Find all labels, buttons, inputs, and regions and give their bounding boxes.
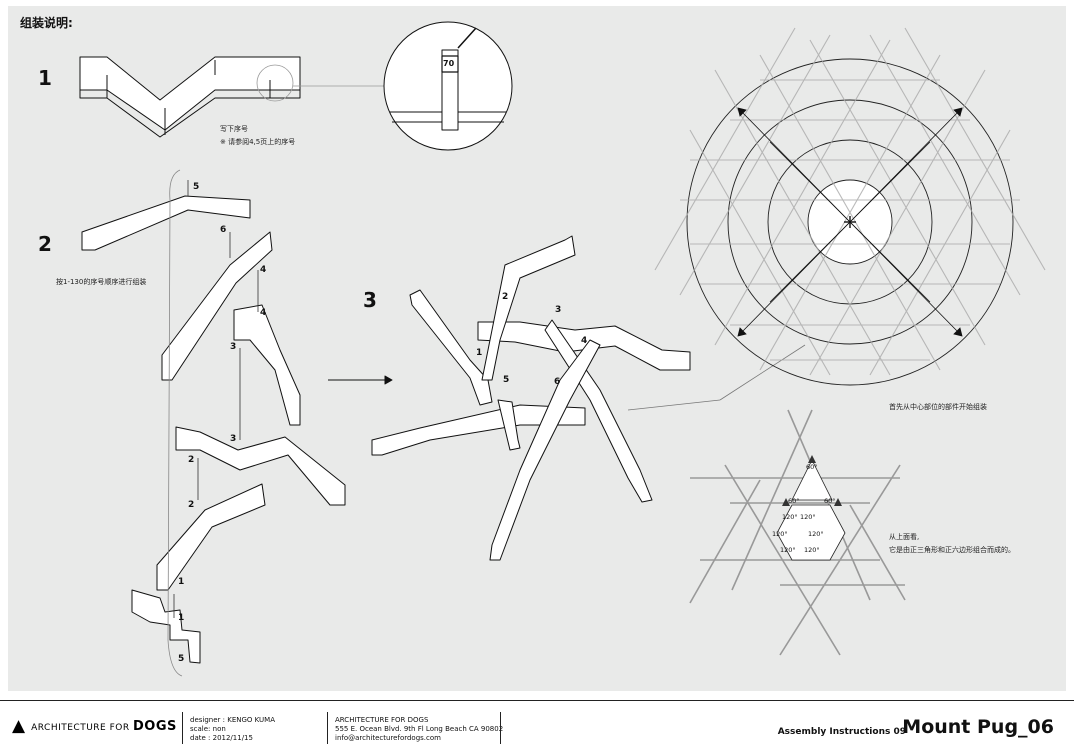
step3-assembly [371, 235, 691, 561]
step1-detail-magnifier [383, 21, 513, 151]
step1-note-2: ※ 请参阅4,5页上的序号 [220, 138, 296, 146]
brand-word: DOGS [133, 718, 177, 734]
date-key: date : [190, 734, 211, 742]
org-email: info@architecturefordogs.com [335, 734, 441, 742]
scale-value: non [212, 725, 226, 733]
step1-piece [79, 56, 301, 138]
center-note: 首先从中心部位的部件开始组装 [889, 403, 987, 411]
angle-label: 120° [808, 530, 824, 538]
brand-logo: ▲ ARCHITECTURE FOR DOGS [12, 716, 177, 736]
step2-label: 5 [193, 182, 200, 192]
footer-divider [327, 712, 328, 744]
step2-label: 1 [178, 577, 185, 587]
angle-label: 60° [788, 497, 800, 505]
step2-arrows [173, 180, 259, 618]
step3-label: 4 [581, 336, 588, 346]
step3-label: 5 [503, 375, 510, 385]
brand-prefix: ARCHITECTURE FOR [31, 722, 130, 733]
product-title: Mount Pug_06 [902, 716, 1054, 738]
step2-label: 6 [220, 225, 227, 235]
logo-a-icon: ▲ [12, 716, 26, 736]
document-label: Assembly Instructions 09 [777, 727, 906, 737]
step2-label: 3 [230, 342, 237, 352]
step3-label: 1 [476, 348, 483, 358]
instructions-heading: 组装说明: [20, 16, 73, 30]
angle-label: 60° [824, 497, 836, 505]
step2-label: 4 [260, 265, 267, 275]
address-block: ARCHITECTURE FOR DOGS 555 E. Ocean Blvd.… [335, 716, 503, 743]
step2-label: 2 [188, 500, 195, 510]
step-number-2: 2 [38, 232, 52, 256]
step2-label: 4 [260, 308, 267, 318]
step2-pieces [81, 195, 346, 664]
step3-label: 2 [502, 292, 509, 302]
org-name: ARCHITECTURE FOR DOGS [335, 716, 429, 724]
top-view-note-1: 从上面看, [889, 533, 920, 541]
step1-note-1: 写下序号 [220, 125, 248, 133]
angle-label: 120° [780, 546, 796, 554]
brand-name: ARCHITECTURE FOR DOGS [31, 719, 177, 734]
angle-label: 120° [772, 530, 788, 538]
step2-label: 1 [178, 613, 185, 623]
org-address: 555 E. Ocean Blvd. 9th Fl Long Beach CA … [335, 725, 504, 733]
angle-label: 120° [800, 513, 816, 521]
step3-label: 6 [554, 377, 561, 387]
angle-label: 120° [782, 513, 798, 521]
date-value: 2012/11/15 [212, 734, 253, 742]
step2-label: 3 [230, 434, 237, 444]
step-number-1: 1 [38, 66, 52, 90]
designer-value: KENGO KUMA [227, 716, 275, 724]
footer-divider [182, 712, 183, 744]
footer-divider [500, 712, 501, 744]
step2-label: 2 [188, 455, 195, 465]
designer-key: designer : [190, 716, 225, 724]
step-number-3: 3 [363, 288, 377, 312]
angle-label: 60° [806, 463, 818, 471]
step2-label: 5 [178, 654, 185, 664]
top-view-note-2: 它是由正三角形和正六边形组合而成的。 [889, 546, 1015, 554]
scale-key: scale: [190, 725, 211, 733]
designer-block: designer : KENGO KUMA scale: non date : … [190, 716, 275, 743]
detail-number-label: 70 [443, 59, 455, 68]
top-view-diagram [689, 409, 906, 656]
footer-bar [0, 700, 1074, 751]
angle-label: 120° [804, 546, 820, 554]
detail-callout-circle [256, 64, 294, 102]
step2-note: 按1-130的序号顺序进行组装 [56, 278, 147, 286]
radial-plan-diagram [654, 27, 1046, 386]
step3-label: 3 [555, 305, 562, 315]
